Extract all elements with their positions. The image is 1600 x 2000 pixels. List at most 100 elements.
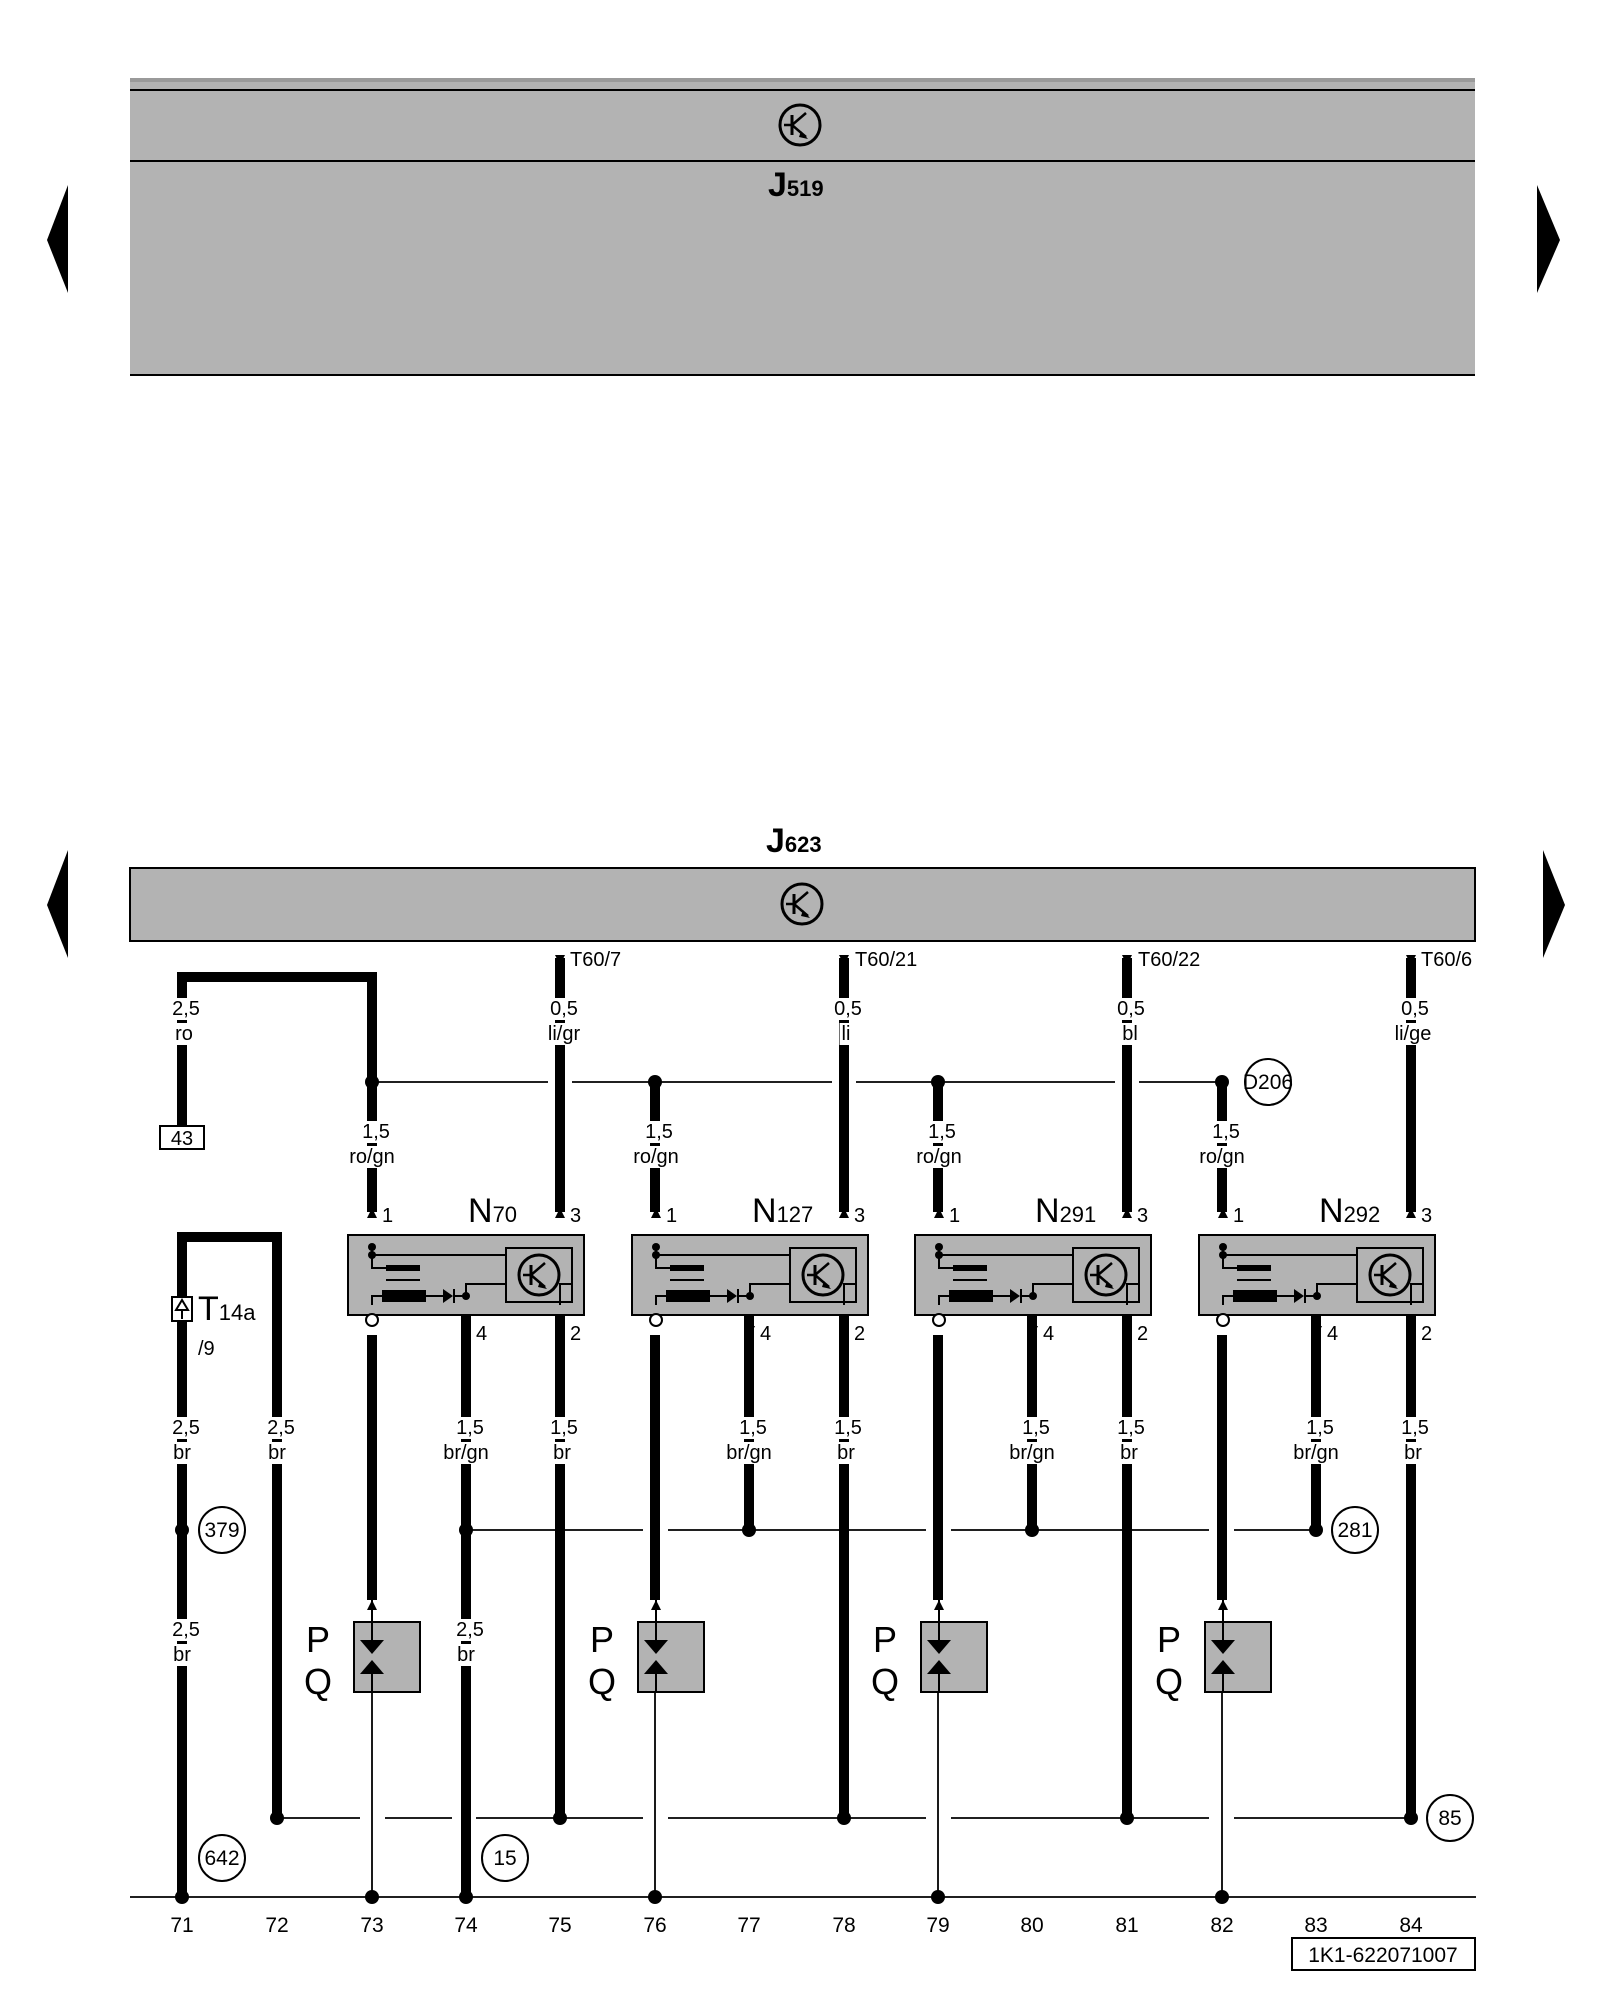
wire-color: br/gn bbox=[1293, 1442, 1339, 1464]
wire-size: 1,5 bbox=[456, 1417, 484, 1439]
spark-plug: PQ bbox=[588, 1600, 705, 1702]
wire-color: br bbox=[1404, 1442, 1422, 1464]
spark-plug-returns bbox=[371, 1690, 1223, 1897]
column-number: 71 bbox=[170, 1914, 193, 1937]
ground-379: 379 bbox=[204, 1519, 239, 1542]
ground-642: 642 bbox=[204, 1847, 239, 1870]
wire-color: br bbox=[837, 1442, 855, 1464]
coil-pin: 3 bbox=[1137, 1205, 1148, 1227]
column-number: 82 bbox=[1210, 1914, 1233, 1937]
spark-plug: PQ bbox=[871, 1600, 988, 1702]
spark-plug: PQ bbox=[304, 1600, 421, 1702]
coil-label: N291 bbox=[1035, 1192, 1096, 1230]
column-number: 75 bbox=[548, 1914, 571, 1937]
prev-page-arrow-icon[interactable] bbox=[47, 850, 68, 958]
wire-size: 2,5 bbox=[172, 1417, 200, 1439]
coil-pin: 3 bbox=[854, 1205, 865, 1227]
unit-j623: J623 bbox=[129, 822, 1476, 942]
connector-t60-7: T60/7 bbox=[570, 949, 621, 971]
wire-color: li/ge bbox=[1395, 1023, 1432, 1045]
wire-labels: 2,5 ro 0,5 li/gr 0,5 li 0,5 bl 0,5 li/ge… bbox=[172, 998, 1431, 1666]
wire-size: 1,5 bbox=[1401, 1417, 1429, 1439]
thick-wires bbox=[177, 958, 1416, 1897]
wire-color: br bbox=[268, 1442, 286, 1464]
wire-color: br/gn bbox=[443, 1442, 489, 1464]
junction-dots bbox=[175, 1075, 1418, 1904]
wire-size: 2,5 bbox=[456, 1619, 484, 1641]
wire-size: 0,5 bbox=[550, 998, 578, 1020]
wire-color: ro/gn bbox=[1199, 1146, 1245, 1168]
connector-t60-22: T60/22 bbox=[1138, 949, 1200, 971]
wire-size: 1,5 bbox=[739, 1417, 767, 1439]
coil-label: N292 bbox=[1319, 1192, 1380, 1230]
coil-pin: 3 bbox=[1421, 1205, 1432, 1227]
coil-pin: 1 bbox=[382, 1205, 393, 1227]
ground-d206: D206 bbox=[1243, 1071, 1293, 1094]
wire-color: ro/gn bbox=[633, 1146, 679, 1168]
wire-size: 2,5 bbox=[267, 1417, 295, 1439]
wire-size: 1,5 bbox=[362, 1121, 390, 1143]
wire-color: br bbox=[173, 1442, 191, 1464]
wire-size: 0,5 bbox=[1117, 998, 1145, 1020]
wire-color: li/gr bbox=[548, 1023, 581, 1045]
spark-plug-q: Q bbox=[304, 1661, 332, 1702]
prev-page-arrow-icon[interactable] bbox=[47, 185, 68, 293]
terminal-43-label: 43 bbox=[171, 1128, 193, 1150]
column-number: 78 bbox=[832, 1914, 855, 1937]
t14a-bracket bbox=[177, 1232, 282, 1300]
diagram-code-box: 1K1-622071007 bbox=[1291, 1937, 1476, 1971]
spark-plug-q: Q bbox=[1155, 1661, 1183, 1702]
coil-pin: 2 bbox=[1421, 1323, 1432, 1345]
column-number: 80 bbox=[1020, 1914, 1043, 1937]
coil-pin: 1 bbox=[666, 1205, 677, 1227]
connector-t14a: T14a /9 bbox=[171, 1290, 256, 1360]
wire-size: 1,5 bbox=[1306, 1417, 1334, 1439]
label-masks bbox=[170, 998, 1434, 1666]
next-page-arrow-icon[interactable] bbox=[1543, 850, 1565, 958]
unit-j519-label: J519 bbox=[768, 166, 824, 204]
coil-pin: 1 bbox=[949, 1205, 960, 1227]
next-page-arrow-icon[interactable] bbox=[1537, 185, 1560, 293]
wire-size: 2,5 bbox=[172, 998, 200, 1020]
wire-size: 1,5 bbox=[1022, 1417, 1050, 1439]
wire-size: 0,5 bbox=[834, 998, 862, 1020]
spark-plug: PQ bbox=[1155, 1600, 1272, 1702]
wire-size: 1,5 bbox=[645, 1121, 673, 1143]
column-number: 77 bbox=[737, 1914, 760, 1937]
column-number: 84 bbox=[1399, 1914, 1423, 1937]
spark-plug-p: P bbox=[1157, 1619, 1181, 1660]
wire-color: br bbox=[553, 1442, 571, 1464]
wire-color: ro/gn bbox=[349, 1146, 395, 1168]
ground-15: 15 bbox=[493, 1847, 516, 1870]
spark-plug-p: P bbox=[590, 1619, 614, 1660]
coil-pin: 4 bbox=[1043, 1323, 1054, 1345]
column-number: 79 bbox=[926, 1914, 949, 1937]
wire-color: br bbox=[457, 1644, 475, 1666]
coil-pin: 2 bbox=[854, 1323, 865, 1345]
coil-pin: 4 bbox=[1327, 1323, 1338, 1345]
column-number: 76 bbox=[643, 1914, 666, 1937]
wire-color: ro bbox=[175, 1023, 193, 1045]
coil-pin: 2 bbox=[1137, 1323, 1148, 1345]
spark-plug-q: Q bbox=[871, 1661, 899, 1702]
coil-label: N127 bbox=[752, 1192, 813, 1230]
t14a-label: T14a bbox=[198, 1290, 256, 1328]
wire-color: br bbox=[173, 1644, 191, 1666]
wire-color: br bbox=[1120, 1442, 1138, 1464]
wire-color: ro/gn bbox=[916, 1146, 962, 1168]
column-number: 83 bbox=[1304, 1914, 1327, 1937]
wire-size: 1,5 bbox=[834, 1417, 862, 1439]
wire-size: 0,5 bbox=[1401, 998, 1429, 1020]
connector-arrows bbox=[555, 955, 1416, 965]
ground-85: 85 bbox=[1438, 1807, 1461, 1830]
spark-plug-q: Q bbox=[588, 1661, 616, 1702]
ground-281: 281 bbox=[1337, 1519, 1372, 1542]
connector-t60-21: T60/21 bbox=[855, 949, 917, 971]
connector-t60-6: T60/6 bbox=[1421, 949, 1472, 971]
wire-color: br/gn bbox=[726, 1442, 772, 1464]
